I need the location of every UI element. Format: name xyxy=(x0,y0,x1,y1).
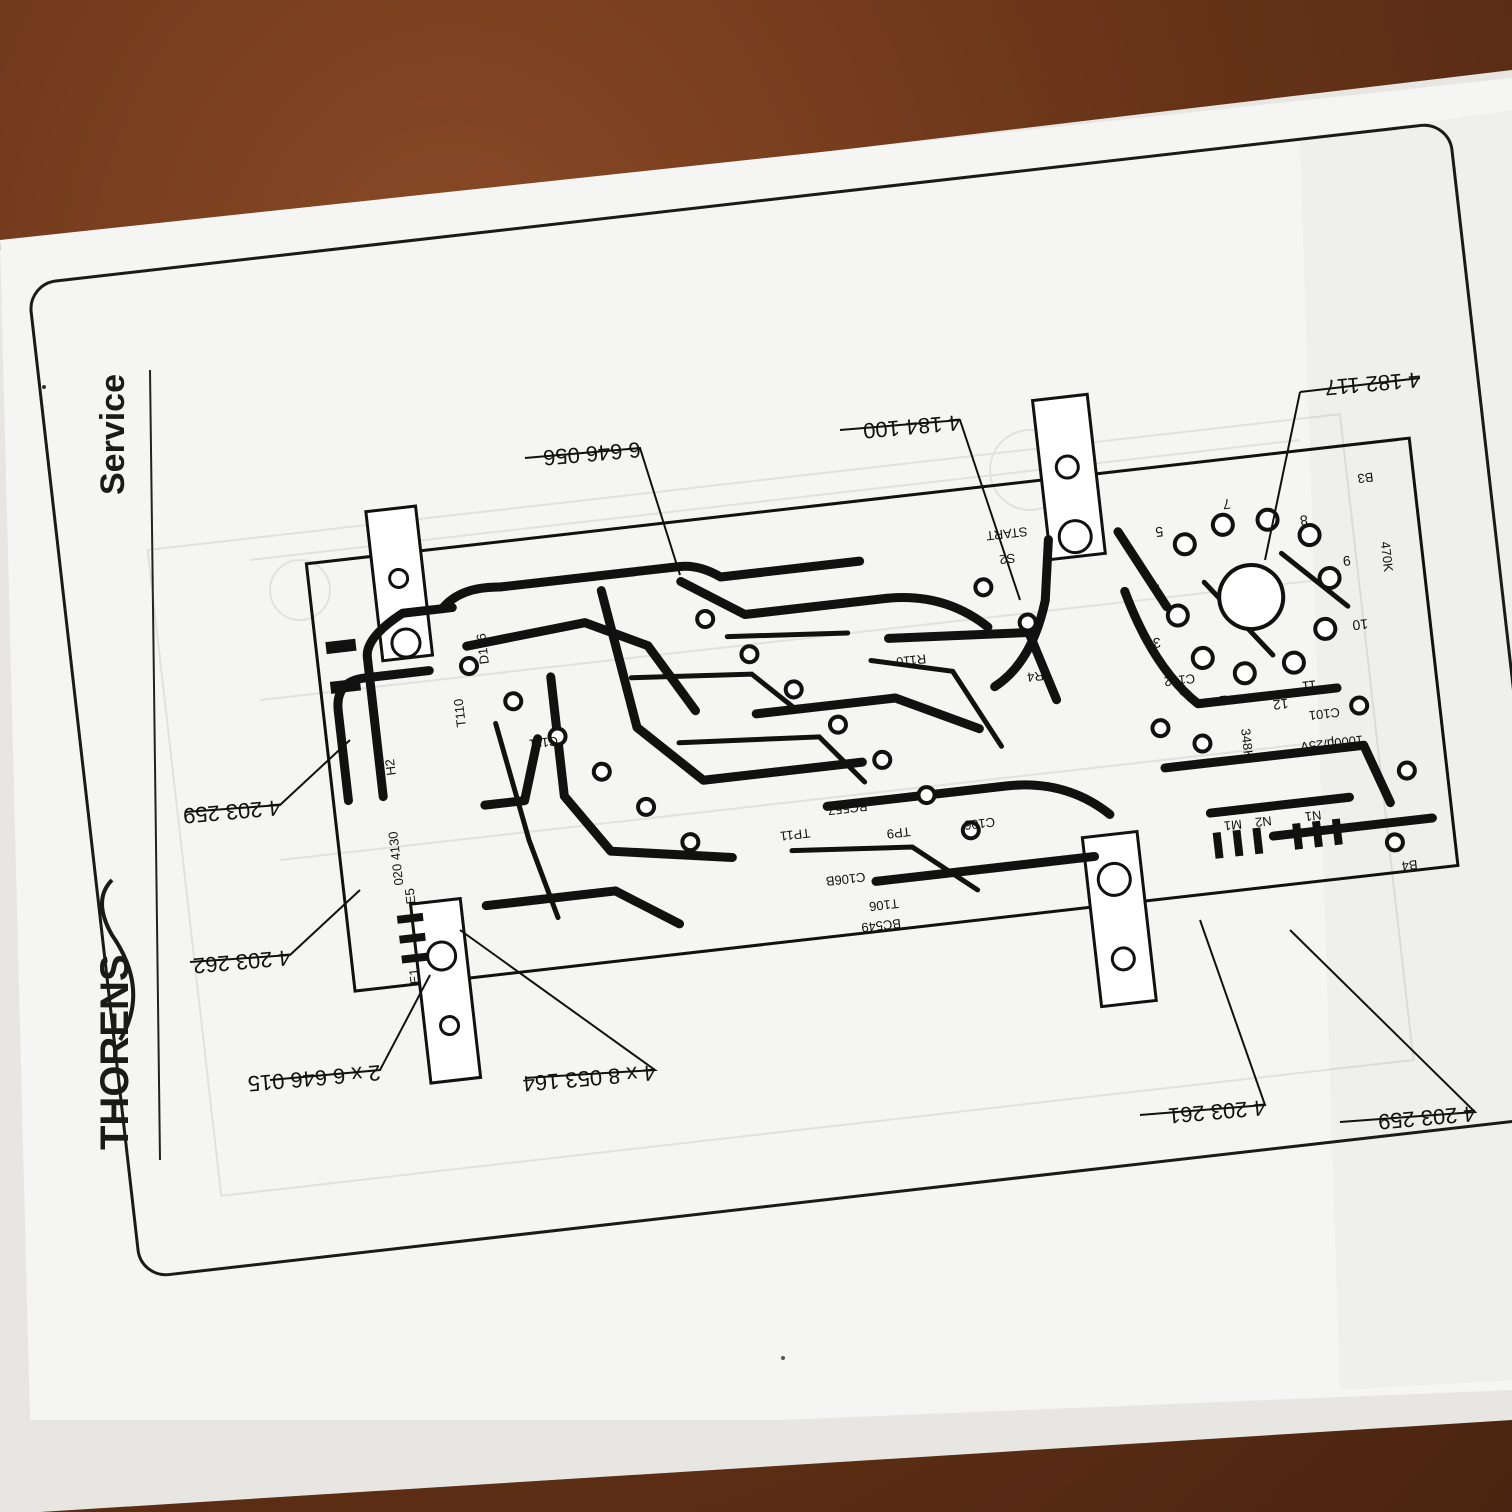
label-c111: C111 xyxy=(528,734,559,752)
brand-logo-text: THORENS xyxy=(93,954,137,1150)
section-title: Service xyxy=(94,374,132,495)
label-s2: S2 xyxy=(999,551,1017,568)
pin-10: 10 xyxy=(1351,616,1368,634)
label-c106: C106 xyxy=(963,815,996,833)
label-t110: T110 xyxy=(451,698,469,728)
page-border-frame xyxy=(29,123,1512,1277)
label-r470: 470K xyxy=(1378,541,1396,573)
label-r348: 348K xyxy=(1238,728,1256,760)
label-h2: H2 xyxy=(382,758,399,776)
pin-7: 7 xyxy=(1222,496,1232,513)
label-tp9: TP9 xyxy=(886,824,911,842)
label-d106: D106 xyxy=(473,633,491,666)
label-b4: B4 xyxy=(1401,857,1419,874)
label-r4: R4 xyxy=(1026,668,1044,685)
pin-8: 8 xyxy=(1299,512,1309,529)
label-r110: R110 xyxy=(895,651,927,669)
paper-sheet xyxy=(0,78,1512,1420)
label-bc549: BC549 xyxy=(861,916,902,935)
header-rule xyxy=(149,369,161,1161)
label-m1: M1 xyxy=(1223,817,1243,834)
label-c102: C102 xyxy=(1163,671,1196,689)
label-t106: T106 xyxy=(868,896,899,914)
pin-9: 9 xyxy=(1342,553,1352,570)
label-n1: N1 xyxy=(1304,808,1322,825)
pin-11: 11 xyxy=(1301,677,1317,695)
pin-3: 3 xyxy=(1152,635,1162,652)
pin-2: 2 xyxy=(1177,682,1187,699)
pin-1: 1 xyxy=(1219,692,1229,709)
label-n2: N2 xyxy=(1254,813,1272,830)
pin-4: 4 xyxy=(1151,579,1161,596)
ghost-print-reverse xyxy=(146,413,1415,1197)
pin-12: 12 xyxy=(1272,696,1289,714)
label-tp11: TP11 xyxy=(779,826,811,844)
label-cap-rating: 1000μ/25V xyxy=(1299,732,1364,754)
label-e5: E5 xyxy=(402,887,419,905)
label-code: 020 4130 xyxy=(385,831,406,887)
pcb-connector-ring xyxy=(1165,507,1342,686)
label-bc557: BC557 xyxy=(827,799,868,818)
label-c106b: C106B xyxy=(825,870,866,889)
label-b3: B3 xyxy=(1357,470,1375,487)
label-e1: E1 xyxy=(406,968,423,986)
label-c101: C101 xyxy=(1308,705,1341,723)
pin-5: 5 xyxy=(1154,524,1164,541)
brand-logo-swoosh xyxy=(100,878,136,1042)
